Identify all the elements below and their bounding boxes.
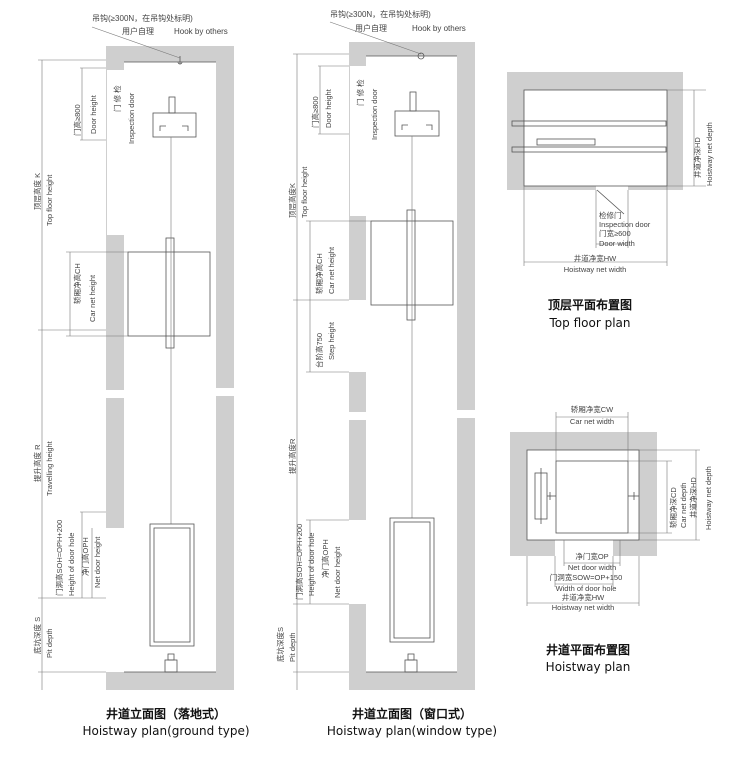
ground-counterweight xyxy=(149,523,195,647)
ground-top-floor-en: Top floor height xyxy=(45,174,54,226)
window-right-wall-upper xyxy=(457,56,475,410)
ground-hook-en: Hook by others xyxy=(174,27,228,36)
ground-car-height-en: Car net height xyxy=(88,274,97,322)
window-step-cn: 台阶高750 xyxy=(314,333,324,368)
window-hole-cn: 门洞高SOH=OPH+200 xyxy=(294,524,304,600)
top-plan-depth-en: Hoistway net depth xyxy=(705,122,714,186)
ground-pit-en: Pit depth xyxy=(45,628,54,658)
ground-right-wall-upper xyxy=(216,62,234,388)
hoistway-plan-car xyxy=(555,460,629,534)
window-machine xyxy=(394,110,440,137)
window-top-floor-cn: 顶层高度K xyxy=(287,183,297,218)
window-type-elevation xyxy=(293,21,475,690)
window-pit-cn: 底坑深度S xyxy=(275,627,285,662)
top-plan-beam-1 xyxy=(511,120,667,127)
window-insp-door-en: Inspection door xyxy=(370,88,379,140)
hoistway-plan-hd-cn: 井道净深HD xyxy=(688,477,698,518)
ground-hole-cn: 门洞高SOH=OPH+200 xyxy=(54,520,64,596)
hoistway-plan-car-depth-cn: 轿厢净深CD xyxy=(668,487,678,528)
hoistway-plan-caption-cn: 井道平面布置图 xyxy=(546,642,630,657)
ground-hook-user: 用户自理 xyxy=(122,26,154,36)
window-counterweight xyxy=(389,517,435,643)
window-caption-cn: 井道立面图（窗口式） xyxy=(352,706,472,721)
ground-net-door-en: Net door height xyxy=(93,536,102,588)
ground-net-door-cn: 净门高OPH xyxy=(80,537,90,576)
top-plan-width-en: Hoistway net width xyxy=(564,265,627,274)
window-pit-en: Pit depth xyxy=(288,632,297,662)
ground-hook-cn: 吊钩(≥300N，在吊钩处标明) xyxy=(92,13,193,23)
hoistway-plan-car-width-cn: 轿厢净宽CW xyxy=(571,404,614,414)
hoistway-plan-hw-cn: 井道净宽HW xyxy=(562,592,605,602)
ground-inspection-opening xyxy=(107,70,124,235)
top-plan-door-width-en: Door width xyxy=(599,239,635,248)
window-caption-en: Hoistway plan(window type) xyxy=(327,724,497,738)
ground-machine xyxy=(152,112,197,138)
ground-travel-en: Travelling height xyxy=(45,440,54,496)
top-plan-depth-cn: 井道净深HD xyxy=(692,137,702,178)
ground-car xyxy=(127,251,211,337)
window-travel-cn: 提升高度R xyxy=(287,438,297,474)
window-pit-slab xyxy=(349,672,475,690)
hoistway-plan-caption-en: Hoistway plan xyxy=(546,660,631,674)
ground-caption-cn: 井道立面图（落地式） xyxy=(106,706,226,721)
ground-caption-en: Hoistway plan(ground type) xyxy=(82,724,249,738)
window-net-door-cn: 净门高OPH xyxy=(320,539,330,578)
ground-door-height-cn: 门高≥800 xyxy=(72,104,82,136)
ground-door-opening xyxy=(91,528,124,598)
window-top-slab xyxy=(349,42,475,56)
window-net-door-en: Net door height xyxy=(333,546,342,598)
ground-top-floor-cn: 顶层高度 K xyxy=(32,173,42,210)
top-floor-plan xyxy=(507,72,706,266)
window-inspection-opening xyxy=(350,66,366,216)
top-plan-door-width-cn: 门宽≥600 xyxy=(599,228,631,238)
window-hook-en: Hook by others xyxy=(412,24,466,33)
window-door-opening xyxy=(330,520,366,604)
window-door-height-cn: 门高≥800 xyxy=(310,96,320,128)
ground-hole-en: Height of door hole xyxy=(67,533,76,596)
hoistway-plan-car-depth-en: Car net depth xyxy=(679,483,688,528)
window-hook-user: 用户自理 xyxy=(355,23,387,33)
window-right-wall-lower xyxy=(457,418,475,690)
top-plan-width-cn: 井道净宽HW xyxy=(574,253,617,263)
ground-car-height-cn: 轿厢净高CH xyxy=(72,263,82,304)
hoistway-plan-op-cn: 净门宽OP xyxy=(575,551,608,561)
window-door-height-en: Door height xyxy=(324,88,333,128)
ground-pit-slab xyxy=(106,672,234,690)
top-plan-caption-en: Top floor plan xyxy=(549,316,631,330)
top-plan-beam-2 xyxy=(511,146,667,153)
window-insp-door-cn: 门 修 检 xyxy=(355,79,365,106)
window-car-height-cn: 轿厢净高CH xyxy=(314,253,324,294)
hoistway-plan-hd-en: Hoistway net depth xyxy=(704,466,713,530)
window-step-gap xyxy=(330,300,366,372)
hoistway-plan-op-en: Net door width xyxy=(568,563,616,572)
hoistway-plan-hw-en: Hoistway net width xyxy=(552,603,615,612)
ground-travel-cn: 提升高度 R xyxy=(32,444,42,482)
ground-type-elevation xyxy=(38,26,234,690)
hoistway-plan-car-width-en: Car net width xyxy=(570,417,614,426)
hoistway-plan xyxy=(510,412,700,606)
hoistway-plan-sow-cn: 门洞宽SOW=OP+150 xyxy=(550,572,623,582)
ground-insp-door-en: Inspection door xyxy=(127,92,136,144)
ground-door-height-en: Door height xyxy=(89,94,98,134)
hoistway-plan-sow-en: Width of door hole xyxy=(556,584,617,593)
window-hole-en: Height of door hole xyxy=(307,533,316,596)
window-step-en: Step height xyxy=(327,321,336,360)
top-plan-insp-cn: 检修门 xyxy=(599,210,622,220)
ground-right-wall-lower xyxy=(216,396,234,690)
window-hook-cn: 吊钩(≥300N，在吊钩处标明) xyxy=(330,9,431,19)
top-plan-caption-cn: 顶层平面布置图 xyxy=(548,297,632,312)
ground-insp-door-cn: 门 修 检 xyxy=(112,85,122,112)
ground-top-slab xyxy=(106,46,234,62)
ground-pit-cn: 底坑深度 S xyxy=(32,617,42,654)
window-car-height-en: Car net height xyxy=(327,246,336,294)
window-top-floor-en: Top floor height xyxy=(300,166,309,218)
top-plan-inspection-door-leaf xyxy=(596,189,625,215)
top-plan-insp-en: Inspection door xyxy=(599,220,651,229)
